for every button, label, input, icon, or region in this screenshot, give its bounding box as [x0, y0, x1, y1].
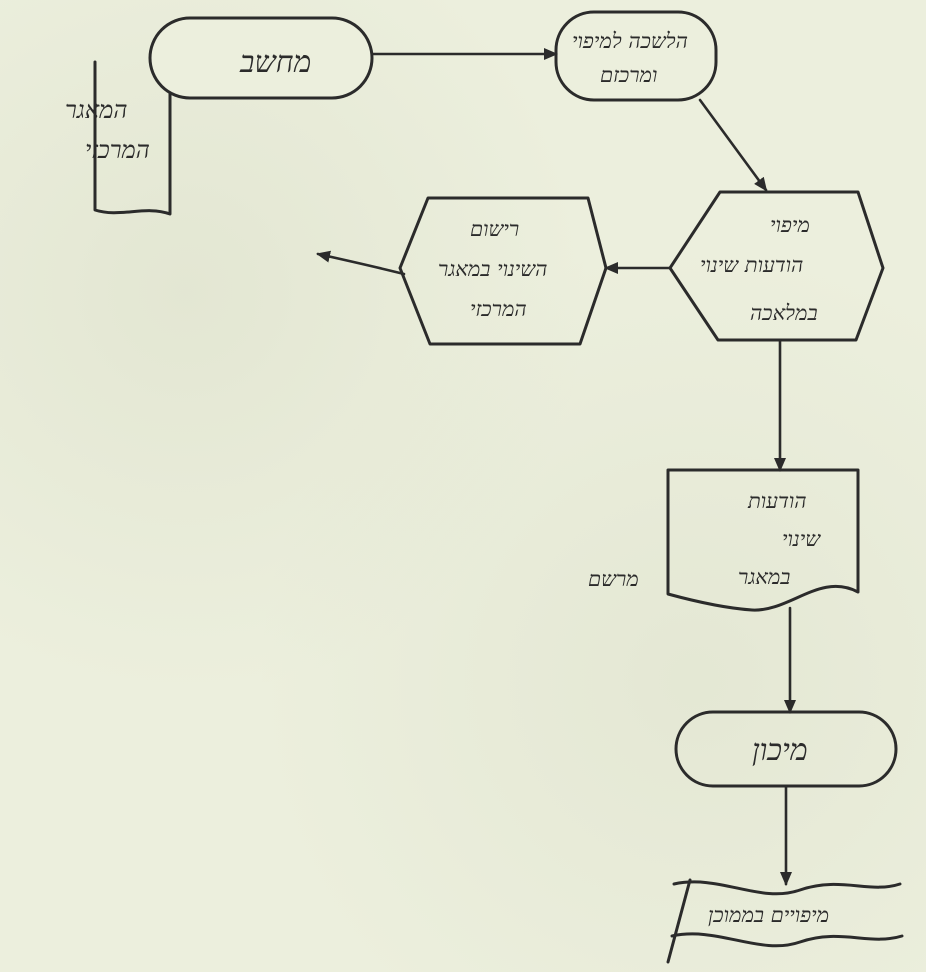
- action-line3: המרכזי: [470, 297, 527, 321]
- storage-label: מיפויים בממוכן: [708, 903, 829, 927]
- report-line3: במאגר: [738, 565, 790, 589]
- start-terminal: מחשב: [148, 16, 374, 100]
- decision-hexagon: מיפוי הודעות שינוי במלאכה: [668, 190, 885, 342]
- report-side-note: מרשם: [588, 567, 639, 591]
- action-line2: השינוי במאגר: [438, 257, 547, 281]
- office-label-line2: ומרכזם: [600, 63, 657, 87]
- report-line2: שינוי: [782, 527, 821, 551]
- mechanization-terminal: מיכון: [674, 710, 898, 788]
- action-line1: רישום: [470, 217, 519, 241]
- arrow-office-to-decision: [698, 98, 768, 192]
- decision-line1: מיפוי: [770, 213, 810, 237]
- storage-shape: מיפויים בממוכן: [666, 878, 904, 964]
- report-line1: הודעות: [747, 489, 807, 513]
- document-left-line2: המרכזי: [85, 136, 150, 164]
- document-left: המאגר המרכזי: [65, 60, 172, 216]
- office-label-line1: הלשכה למיפוי: [572, 29, 688, 53]
- decision-line3: במלאכה: [750, 301, 818, 325]
- arrow-action-out: [316, 250, 406, 276]
- report-document: הודעות שינוי במאגר מרשם: [588, 468, 860, 612]
- action-hexagon: רישום השינוי במאגר המרכזי: [398, 196, 608, 346]
- decision-line2: הודעות שינוי: [700, 253, 803, 277]
- document-left-line1: המאגר: [65, 96, 127, 124]
- office-terminal: הלשכה למיפוי ומרכזם: [554, 10, 718, 102]
- terminal-label: מיכון: [752, 733, 808, 768]
- start-label: מחשב: [239, 45, 311, 80]
